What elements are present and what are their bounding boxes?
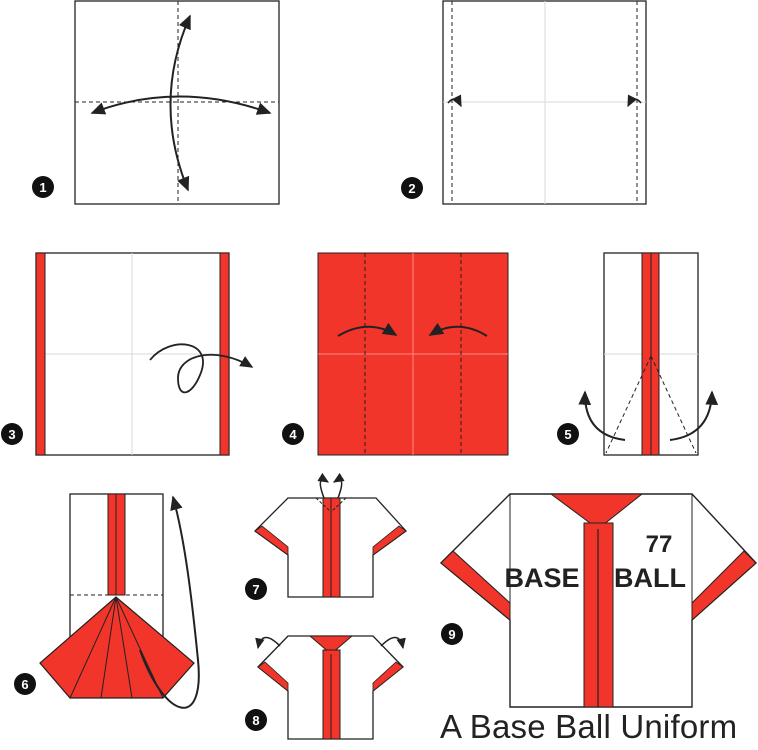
fold-arrow-left-in xyxy=(337,322,398,337)
folded-skirt xyxy=(39,596,195,699)
step-8-number: 8 xyxy=(252,713,259,728)
step-5-number: 5 xyxy=(564,427,571,442)
fold-arrow-left-edge xyxy=(447,94,462,108)
shirt-text-ball: BALL xyxy=(614,563,686,593)
step-9-number: 9 xyxy=(448,627,455,642)
step-2-panel: 2 xyxy=(401,0,647,205)
fold-arrow-long xyxy=(139,495,200,709)
step-3-panel: 3 xyxy=(1,252,254,456)
step-3-number: 3 xyxy=(8,427,15,442)
fold-arrow-collar-right xyxy=(332,472,345,499)
turn-over-arrow xyxy=(149,343,254,394)
fold-arrow-shoulder-left xyxy=(255,636,281,650)
step-1-panel: 1 xyxy=(32,0,280,205)
step-5-panel: 5 xyxy=(557,252,719,456)
fold-arrow-left-up xyxy=(578,390,626,441)
step-7-panel: 7 xyxy=(245,472,407,600)
step-8-panel: 8 xyxy=(245,635,406,740)
step-6-panel: 6 xyxy=(14,493,200,709)
step-6-number: 6 xyxy=(21,677,28,692)
step-9-panel: BASE 77 BALL 9 xyxy=(439,493,757,708)
shirt-number: 77 xyxy=(646,531,673,558)
shirt-text-base: BASE xyxy=(504,563,579,593)
step-2-number: 2 xyxy=(408,181,415,196)
step-4-panel: 4 xyxy=(282,252,509,456)
step-1-number: 1 xyxy=(39,180,46,195)
step-4-number: 4 xyxy=(289,427,297,442)
fold-arrow-vertical xyxy=(169,14,191,192)
fold-arrow-collar-left xyxy=(317,472,330,499)
collar xyxy=(549,493,644,530)
fold-arrow-right-in xyxy=(428,322,488,337)
fold-arrow-right-edge xyxy=(627,94,642,108)
step-7-number: 7 xyxy=(252,582,259,597)
diagram-title: A Base Ball Uniform xyxy=(440,708,738,745)
fold-arrow-shoulder-right xyxy=(380,636,406,650)
fold-arrow-right-up xyxy=(669,390,719,441)
